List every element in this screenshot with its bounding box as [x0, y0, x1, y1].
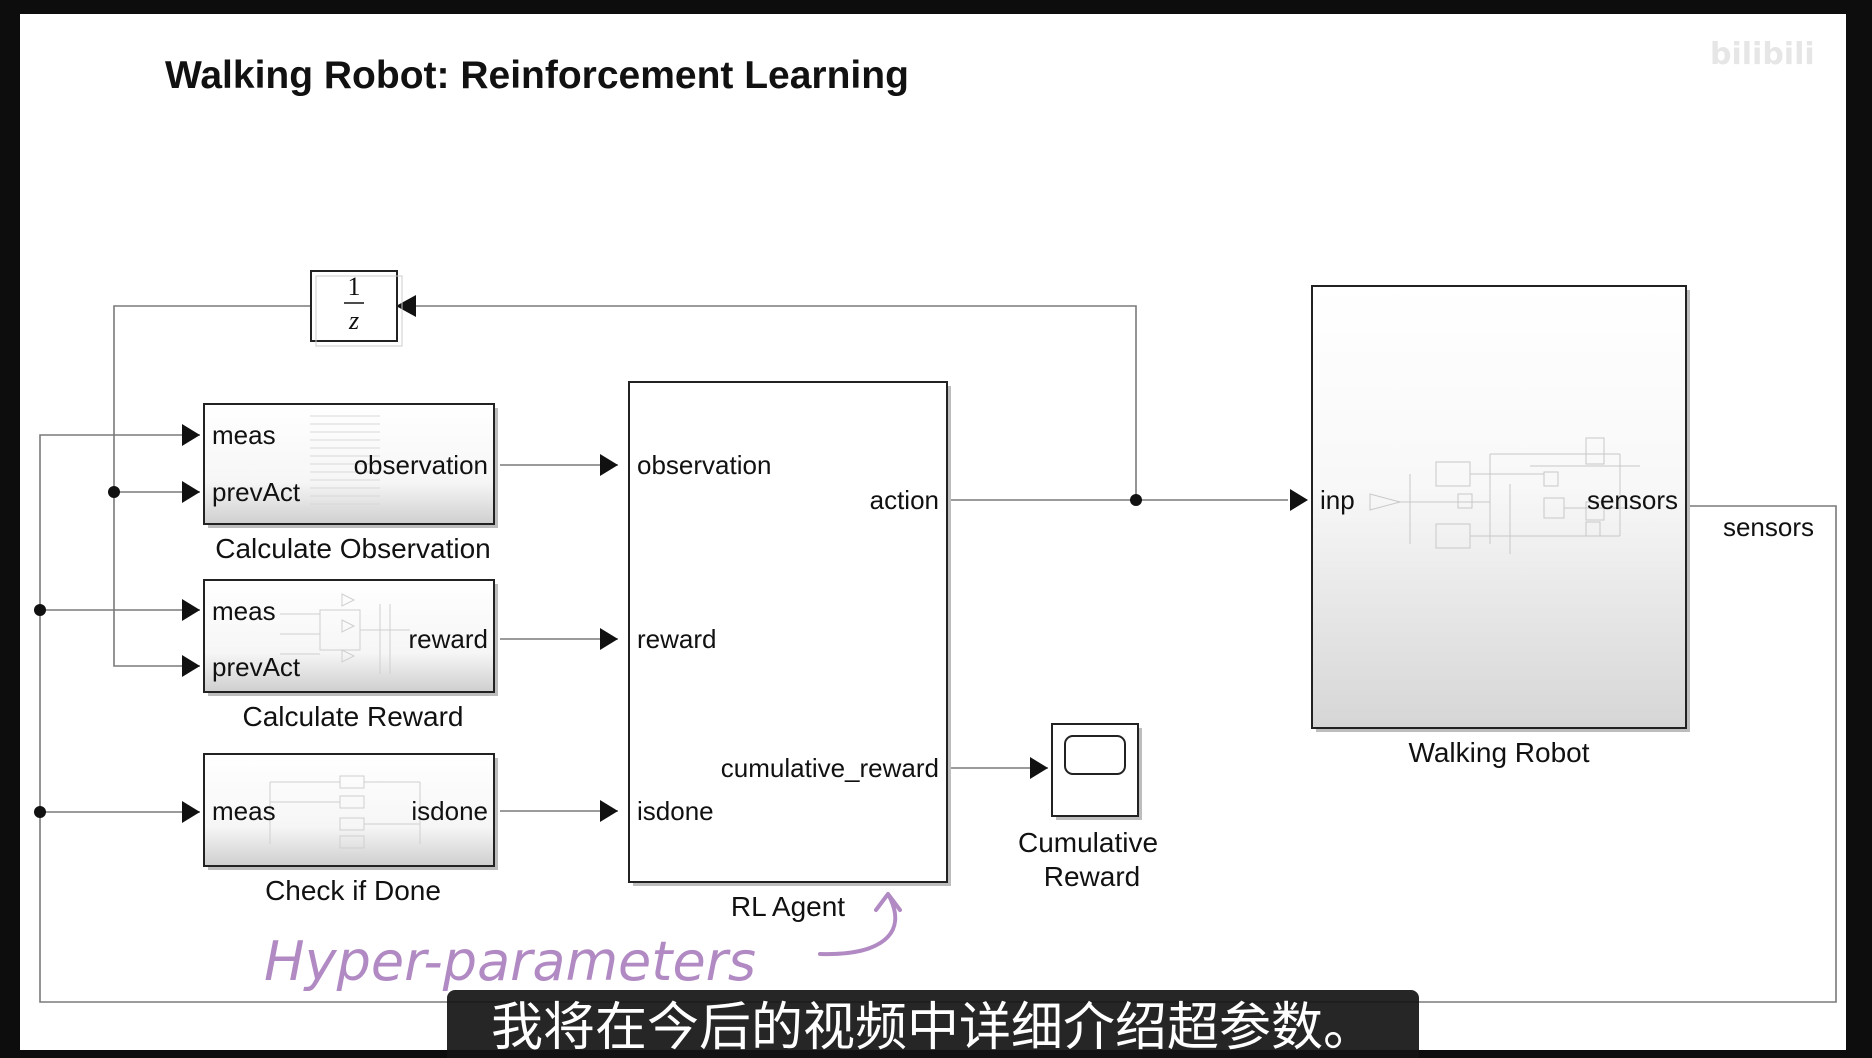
junction-dot [108, 486, 120, 498]
junction-dot [34, 806, 46, 818]
walking-robot-block[interactable]: inp sensors [1311, 285, 1690, 732]
check-if-done-label: Check if Done [265, 875, 441, 906]
unit-delay-block[interactable]: 1 z [310, 270, 403, 347]
junction-dot [34, 604, 46, 616]
port-prevact: prevAct [212, 652, 301, 682]
delay-denominator: z [348, 306, 359, 335]
action-feedback-line [416, 305, 1137, 500]
rl-agent-block[interactable]: observation reward isdone action cumulat… [628, 381, 951, 886]
calculate-observation-label: Calculate Observation [215, 533, 490, 564]
watermark-logo: bilibili [1710, 37, 1815, 72]
port-isdone: isdone [637, 796, 714, 826]
sensors-signal-label: sensors [1723, 512, 1814, 542]
port-reward: reward [637, 624, 716, 654]
port-inp: inp [1320, 485, 1355, 515]
annotation-arrow-icon [818, 892, 902, 957]
port-sensors: sensors [1587, 485, 1678, 515]
port-cumulative-reward: cumulative_reward [721, 753, 939, 783]
port-observation: observation [637, 450, 771, 480]
scope-screen-icon [1064, 735, 1126, 775]
junctions [34, 486, 1142, 818]
calculate-reward-label: Calculate Reward [243, 701, 464, 732]
cumulative-reward-scope[interactable] [1051, 723, 1142, 820]
port-observation: observation [354, 450, 488, 480]
port-meas: meas [212, 420, 276, 450]
arrowheads [182, 295, 1308, 823]
annotation-text: Hyper-parameters [264, 930, 756, 993]
walking-robot-label: Walking Robot [1408, 737, 1589, 768]
scope-label-line1: Cumulative [1018, 827, 1158, 858]
calculate-reward-block[interactable]: meas prevAct reward [203, 579, 498, 696]
robot-internal-thumbnail [1369, 437, 1640, 554]
scope-label-line2: Reward [1044, 861, 1140, 892]
delay-numerator: 1 [348, 272, 361, 301]
port-meas: meas [212, 796, 276, 826]
junction-dot [1130, 494, 1142, 506]
block-diagram: Walking Robot: Reinforcement Learning bi… [34, 37, 1837, 1003]
port-reward: reward [409, 624, 488, 654]
video-subtitle: 我将在今后的视频中详细介绍超参数。 [447, 990, 1419, 1058]
simulink-canvas: Walking Robot: Reinforcement Learning bi… [20, 14, 1846, 1050]
hyperparameters-annotation: Hyper-parameters [264, 892, 902, 993]
port-isdone: isdone [411, 796, 488, 826]
rl-agent-label: RL Agent [731, 891, 845, 922]
calculate-observation-block[interactable]: meas prevAct observation [203, 403, 498, 528]
port-prevact: prevAct [212, 477, 301, 507]
port-action: action [870, 485, 939, 515]
port-meas: meas [212, 596, 276, 626]
diagram-title: Walking Robot: Reinforcement Learning [165, 54, 909, 97]
check-if-done-block[interactable]: meas isdone [203, 753, 498, 870]
